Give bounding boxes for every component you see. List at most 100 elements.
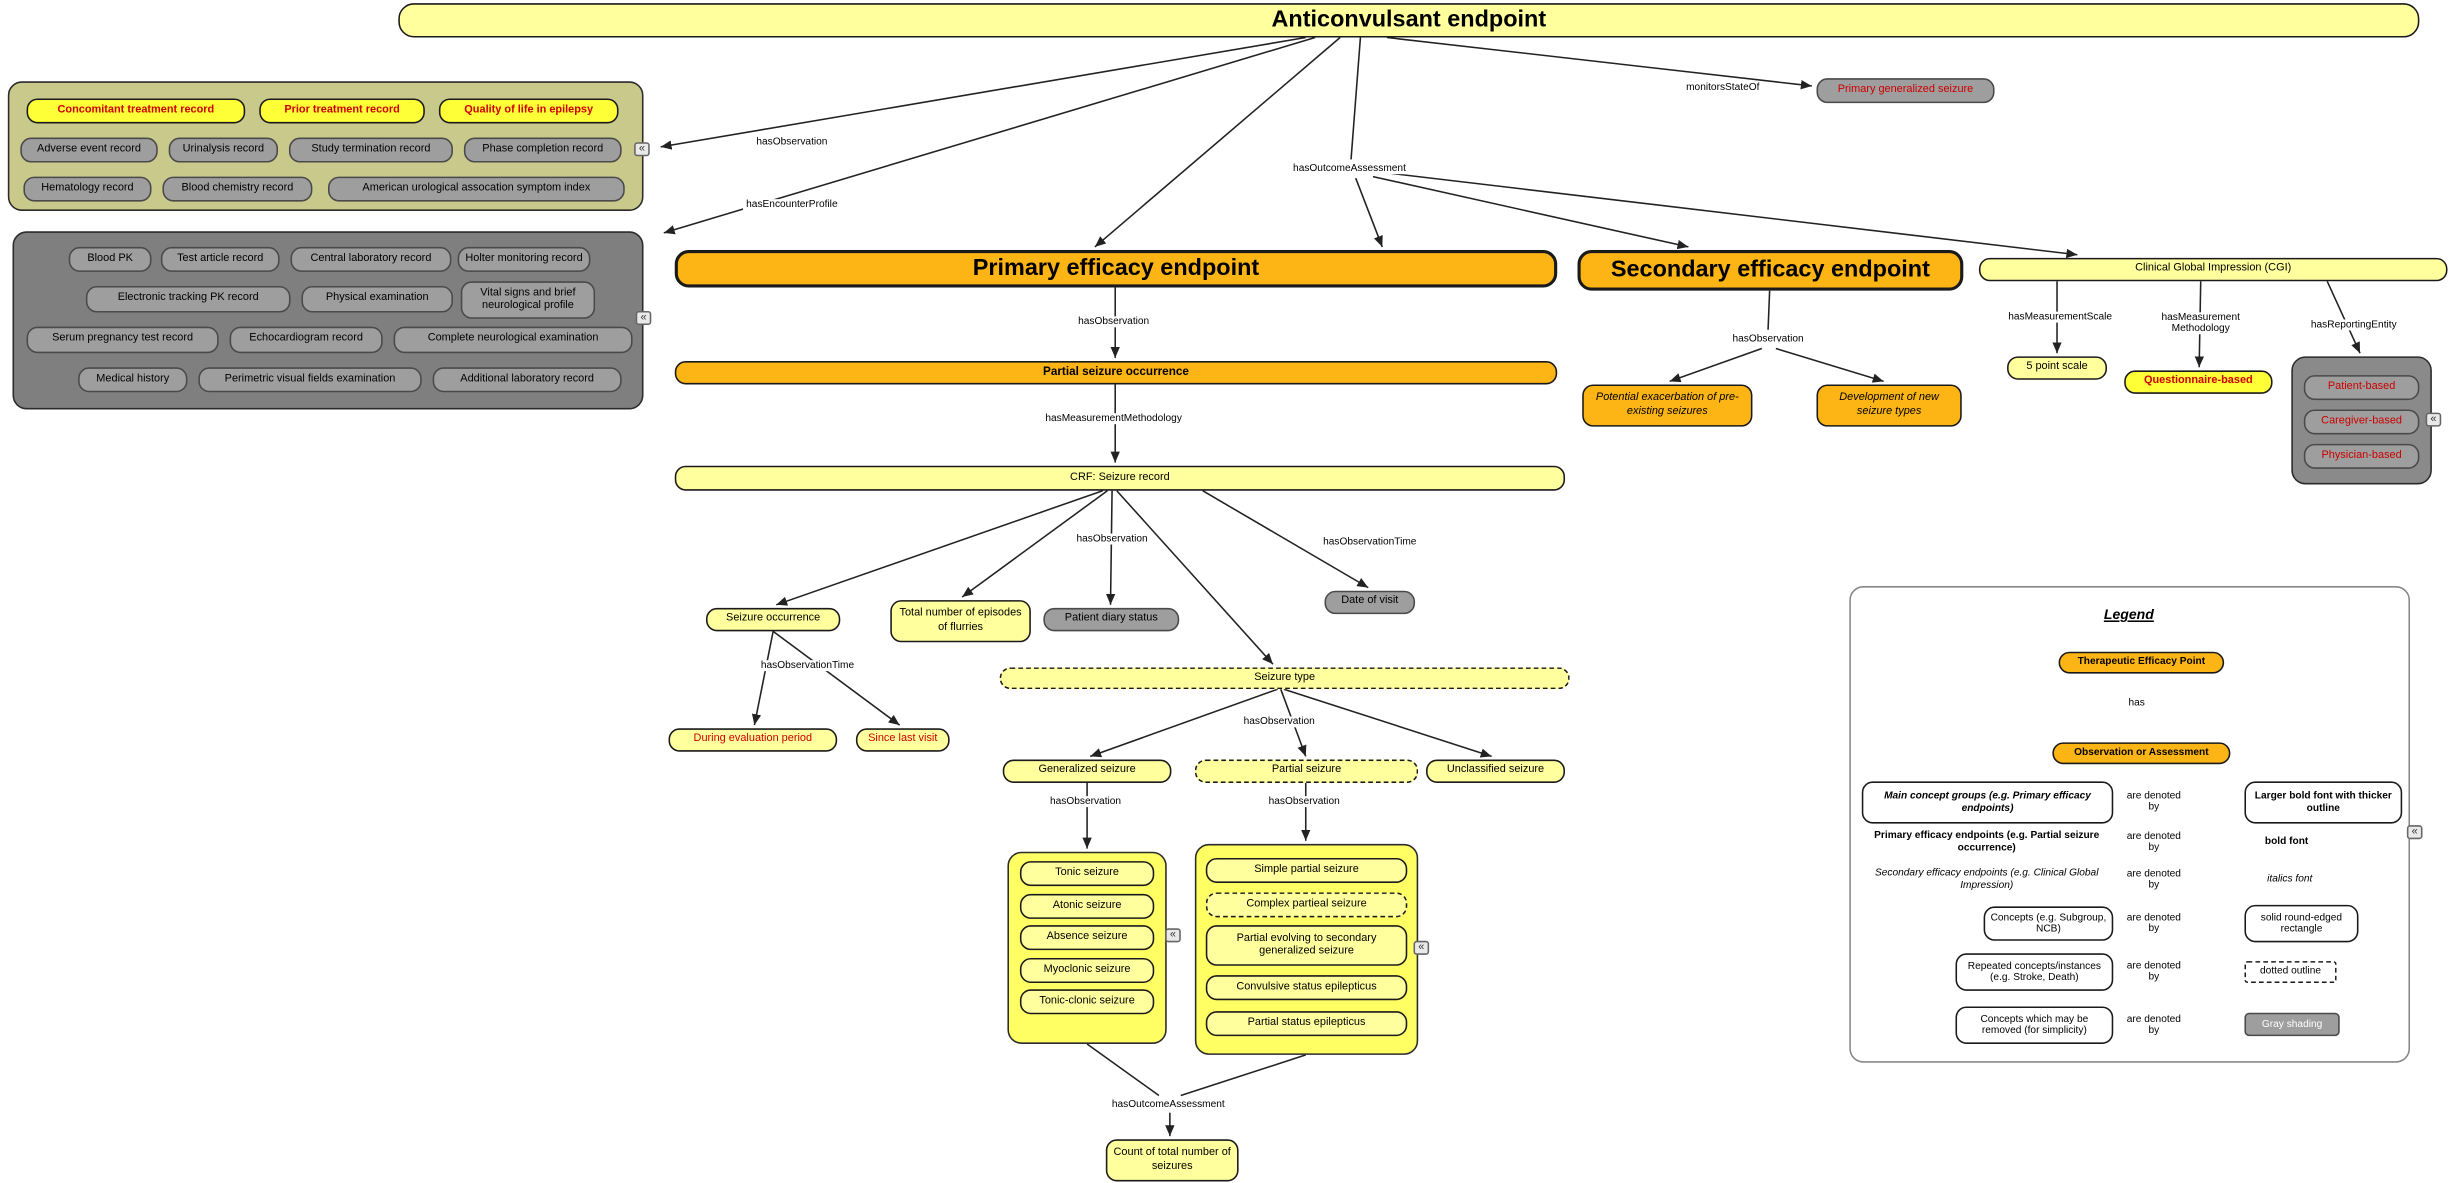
legend-denoted-label: are denoted by: [2123, 960, 2185, 984]
edge-label-has-observation: hasObservation: [1073, 533, 1151, 545]
legend-denoted-line: are denoted: [2126, 960, 2181, 972]
node-physical-examination[interactable]: Physical examination: [301, 285, 453, 313]
node-blood-chemistry-record[interactable]: Blood chemistry record: [162, 176, 313, 202]
node-seizure-occurrence[interactable]: Seizure occurrence: [705, 607, 841, 632]
node-crf-seizure-record[interactable]: CRF: Seizure record: [674, 465, 1566, 491]
node-tonic-seizure[interactable]: Tonic seizure: [1019, 861, 1155, 887]
node-additional-laboratory-record[interactable]: Additional laboratory record: [432, 367, 622, 393]
legend-denoted-line: are denoted: [2126, 831, 2181, 843]
edge-label-has-reporting-entity: hasReportingEntity: [2307, 319, 2400, 331]
node-generalized-seizure[interactable]: Generalized seizure: [1002, 759, 1172, 783]
node-myoclonic-seizure[interactable]: Myoclonic seizure: [1019, 957, 1155, 984]
node-test-article-record[interactable]: Test article record: [160, 246, 280, 272]
legend-denoted-line: are denoted: [2126, 1014, 2181, 1025]
legend-edge-label-has: has: [2125, 697, 2148, 709]
legend-denoted-line: by: [2148, 842, 2160, 854]
legend-observation-or-assessment: Observation or Assessment: [2052, 742, 2231, 765]
node-blood-pk[interactable]: Blood PK: [68, 246, 152, 272]
node-unclassified-seizure[interactable]: Unclassified seizure: [1426, 759, 1566, 783]
legend-denoted-line: by: [2148, 879, 2160, 891]
legend-row-5-right: Gray shading: [2244, 1012, 2340, 1037]
legend-row-4-right: dotted outline: [2244, 961, 2337, 984]
node-partial-evolving-secondary-generalized[interactable]: Partial evolving to secondary generalize…: [1205, 925, 1408, 966]
collapse-icon[interactable]: «: [635, 310, 652, 326]
node-complete-neurological-examination[interactable]: Complete neurological examination: [393, 326, 633, 354]
edge-label-has-outcome-assessment: hasOutcomeAssessment: [1108, 1099, 1228, 1111]
node-secondary-efficacy-endpoint[interactable]: Secondary efficacy endpoint: [1577, 250, 1964, 291]
node-caregiver-based[interactable]: Caregiver-based: [2303, 409, 2420, 435]
node-development-new-seizure-types[interactable]: Development of new seizure types: [1816, 384, 1962, 427]
edge-label-has-observation: hasObservation: [1074, 316, 1153, 328]
legend-row-0-left: Main concept groups (e.g. Primary effica…: [1861, 781, 2114, 824]
node-during-evaluation-period[interactable]: During evaluation period: [668, 728, 838, 752]
edge-label-line: hasMeasurement: [2161, 312, 2240, 324]
collapse-icon[interactable]: «: [634, 142, 650, 157]
edge-label-has-observation: hasObservation: [1046, 796, 1125, 808]
edge-label-has-observation: hasObservation: [1240, 716, 1318, 728]
edge-label-has-observation: hasObservation: [753, 136, 831, 148]
node-potential-exacerbation[interactable]: Potential exacerbation of pre-existing s…: [1582, 384, 1753, 427]
node-urinalysis-record[interactable]: Urinalysis record: [168, 137, 279, 163]
edge-label-has-observation: hasObservation: [1729, 333, 1807, 345]
node-medical-history[interactable]: Medical history: [78, 367, 188, 393]
node-patient-diary-status[interactable]: Patient diary status: [1043, 607, 1180, 632]
legend-row-0-right: Larger bold font with thicker outline: [2244, 781, 2403, 824]
node-questionnaire-based[interactable]: Questionnaire-based: [2124, 370, 2273, 394]
edge-label-has-measurement-methodology: hasMeasurementMethodology: [1042, 413, 1186, 425]
node-clinical-global-impression[interactable]: Clinical Global Impression (CGI): [1978, 257, 2448, 282]
legend-row-3-right: solid round-edged rectangle: [2244, 904, 2359, 943]
node-5-point-scale[interactable]: 5 point scale: [2007, 356, 2108, 380]
node-perimetric-visual-fields-examination[interactable]: Perimetric visual fields examination: [198, 367, 422, 393]
node-seizure-type[interactable]: Seizure type: [999, 667, 1570, 690]
node-concomitant-treatment-record[interactable]: Concomitant treatment record: [26, 98, 246, 124]
node-vital-signs-neurological-profile[interactable]: Vital signs and brief neurological profi…: [460, 281, 596, 319]
node-since-last-visit[interactable]: Since last visit: [855, 728, 950, 752]
node-echocardiogram-record[interactable]: Echocardiogram record: [229, 326, 383, 354]
legend-denoted-label: are denoted by: [2123, 790, 2185, 813]
node-date-of-visit[interactable]: Date of visit: [1324, 590, 1416, 615]
node-total-number-episodes-flurries[interactable]: Total number of episodes of flurries: [890, 600, 1031, 643]
node-atonic-seizure[interactable]: Atonic seizure: [1019, 893, 1155, 919]
legend-denoted-line: by: [2148, 923, 2160, 935]
node-phase-completion-record[interactable]: Phase completion record: [463, 137, 622, 163]
collapse-icon[interactable]: «: [1165, 928, 1181, 943]
node-prior-treatment-record[interactable]: Prior treatment record: [259, 98, 425, 124]
edge-label-has-observation-time: hasObservationTime: [757, 660, 858, 672]
node-tonic-clonic-seizure[interactable]: Tonic-clonic seizure: [1019, 989, 1155, 1015]
collapse-icon[interactable]: «: [2406, 825, 2423, 840]
legend-denoted-label: are denoted by: [2123, 831, 2185, 854]
legend-row-2-left: Secondary efficacy endpoints (e.g. Clini…: [1874, 867, 2099, 891]
node-anticonvulsant-endpoint[interactable]: Anticonvulsant endpoint: [398, 3, 2420, 38]
node-partial-seizure[interactable]: Partial seizure: [1194, 759, 1419, 783]
node-holter-monitoring-record[interactable]: Holter monitoring record: [457, 246, 591, 272]
node-adverse-event-record[interactable]: Adverse event record: [20, 137, 158, 163]
node-aua-symptom-index[interactable]: American urological assocation symptom i…: [327, 176, 625, 202]
legend-row-2-right: italics font: [2267, 873, 2313, 885]
node-count-total-number-seizures[interactable]: Count of total number of seizures: [1105, 1139, 1239, 1182]
node-convulsive-status-epilepticus[interactable]: Convulsive status epilepticus: [1205, 975, 1408, 1001]
collapse-icon[interactable]: «: [2425, 412, 2442, 427]
legend-denoted-line: are denoted: [2126, 912, 2181, 924]
node-absence-seizure[interactable]: Absence seizure: [1019, 925, 1155, 951]
edge-label-line: Methodology: [2171, 323, 2230, 335]
node-patient-based[interactable]: Patient-based: [2303, 375, 2420, 401]
node-simple-partial-seizure[interactable]: Simple partial seizure: [1205, 857, 1408, 883]
node-central-laboratory-record[interactable]: Central laboratory record: [290, 246, 452, 272]
collapse-icon[interactable]: «: [1413, 940, 1430, 955]
node-quality-of-life-in-epilepsy[interactable]: Quality of life in epilepsy: [438, 98, 619, 124]
node-study-termination-record[interactable]: Study termination record: [288, 137, 453, 163]
node-partial-status-epilepticus[interactable]: Partial status epilepticus: [1205, 1011, 1408, 1037]
node-hematology-record[interactable]: Hematology record: [23, 176, 152, 202]
legend-title: Legend: [2103, 606, 2154, 622]
node-serum-pregnancy-test-record[interactable]: Serum pregnancy test record: [26, 326, 219, 354]
legend-denoted-line: are denoted: [2126, 790, 2181, 802]
node-physician-based[interactable]: Physician-based: [2303, 443, 2420, 469]
node-primary-generalized-seizure[interactable]: Primary generalized seizure: [1816, 78, 1995, 104]
legend-row-1-left: Primary efficacy endpoints (e.g. Partial…: [1874, 830, 2100, 854]
node-complex-partial-seizure[interactable]: Complex partieal seizure: [1205, 892, 1408, 918]
legend-therapeutic-efficacy-point: Therapeutic Efficacy Point: [2058, 651, 2225, 674]
node-partial-seizure-occurrence[interactable]: Partial seizure occurrence: [674, 361, 1558, 385]
node-primary-efficacy-endpoint[interactable]: Primary efficacy endpoint: [674, 250, 1558, 288]
node-electronic-tracking-pk-record[interactable]: Electronic tracking PK record: [85, 285, 291, 313]
